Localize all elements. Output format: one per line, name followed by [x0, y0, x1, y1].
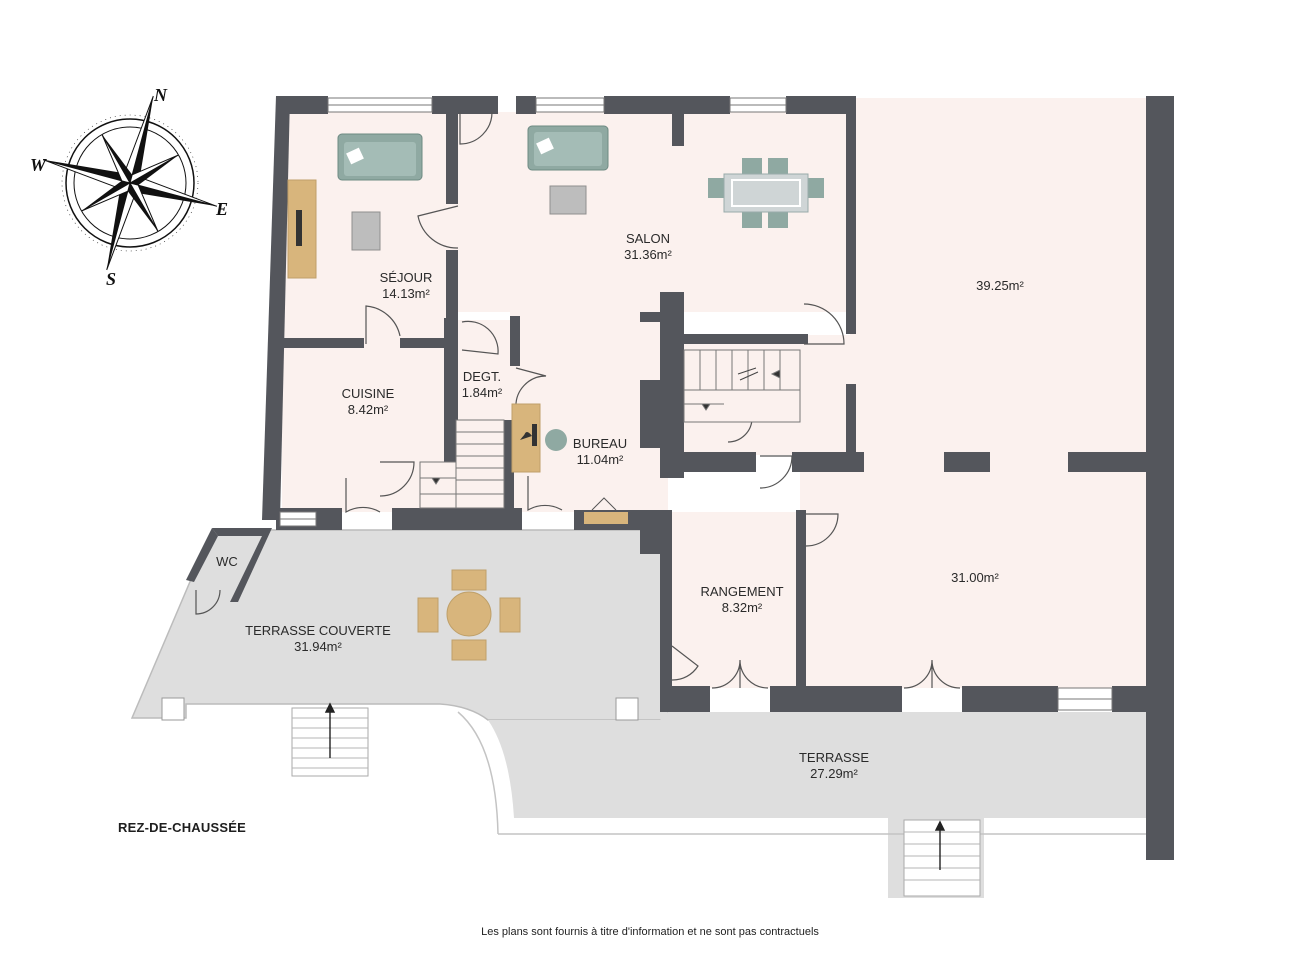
walls — [186, 96, 1174, 860]
desk-chair — [545, 429, 567, 451]
sofa-salon — [527, 125, 609, 171]
windows — [279, 97, 1113, 711]
room-area-bureau: 11.04m² — [577, 452, 624, 467]
room-name-wc: WC — [216, 554, 238, 569]
plant-icon — [520, 432, 532, 440]
disclaimer: Les plans sont fournis à titre d'informa… — [481, 926, 819, 938]
interior-stairs — [419, 349, 801, 509]
terrace-border — [457, 711, 1146, 835]
planter — [615, 697, 639, 721]
coffee-table — [351, 211, 381, 251]
floor-room-31 — [800, 460, 1147, 688]
furniture — [287, 125, 824, 661]
dining-table — [708, 158, 824, 228]
floor-large-room — [850, 98, 1147, 460]
terrace-table — [417, 569, 521, 661]
garden-steps-right — [903, 819, 981, 897]
bench-lamp — [591, 497, 617, 511]
room-name-salon: SALON — [626, 231, 670, 246]
room-name-cuisine: CUISINE — [342, 386, 395, 401]
room-name-terrasse-couverte: TERRASSE COUVERTE — [245, 623, 391, 638]
bench — [584, 512, 628, 524]
tv-screen — [296, 210, 302, 246]
room-area-31: 31.00m² — [951, 570, 999, 585]
room-area-large: 39.25m² — [976, 278, 1024, 293]
room-area-terrasse-couverte: 31.94m² — [294, 639, 342, 654]
laptop — [532, 424, 537, 446]
compass-south: S — [106, 269, 116, 289]
terrace-floor — [488, 712, 1146, 898]
room-name-bureau: BUREAU — [573, 436, 627, 451]
room-labels: SÉJOUR 14.13m² SALON 31.36m² 39.25m² CUI… — [216, 231, 1024, 781]
planter — [161, 697, 185, 721]
room-area-rangement: 8.32m² — [722, 600, 763, 615]
room-area-degt: 1.84m² — [462, 385, 503, 400]
terrace-couverte-floor — [130, 529, 669, 721]
compass-north: N — [153, 85, 168, 105]
room-area-terrasse: 27.29m² — [810, 766, 858, 781]
room-name-terrasse: TERRASSE — [799, 750, 869, 765]
arrow-up-icon — [324, 702, 336, 758]
doors — [195, 111, 961, 689]
compass-east: E — [215, 199, 228, 219]
room-name-degt: DEGT. — [463, 369, 501, 384]
compass-west: W — [30, 155, 48, 175]
garden-steps-right-treads — [904, 831, 980, 881]
sofa-sejour — [337, 133, 423, 181]
arrow-up-icon — [934, 820, 946, 870]
compass-rose-icon: N E S W — [30, 85, 228, 289]
room-name-sejour: SÉJOUR — [380, 270, 433, 285]
room-area-salon: 31.36m² — [624, 247, 672, 262]
coffee-table — [549, 185, 587, 215]
room-area-sejour: 14.13m² — [382, 286, 430, 301]
level-title: REZ-DE-CHAUSSÉE — [118, 820, 246, 835]
terraces — [130, 529, 1146, 898]
room-name-rangement: RANGEMENT — [700, 584, 783, 599]
room-area-cuisine: 8.42m² — [348, 402, 389, 417]
floor-rangement — [672, 512, 800, 688]
